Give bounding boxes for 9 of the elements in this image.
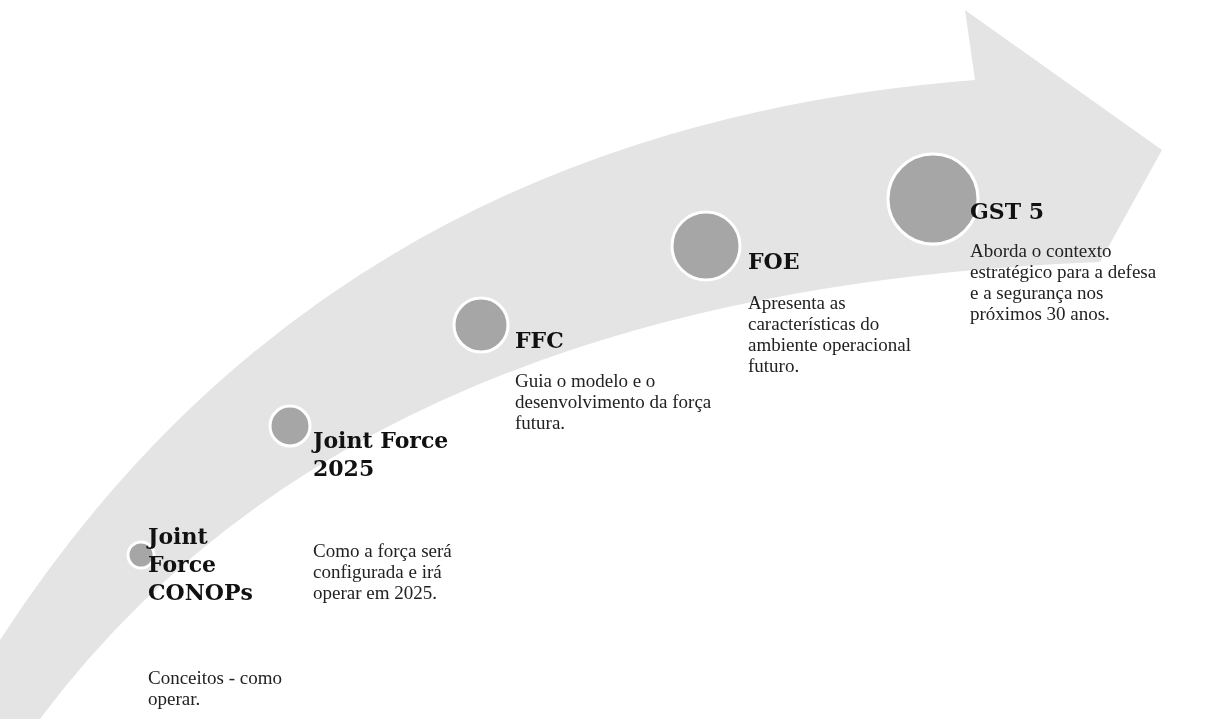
milestone-description: Aborda o contexto estratégico para a defesa e a segurança nos próximos 30 anos.: [970, 240, 1158, 324]
milestone-description: Guia o modelo e o desenvolvimento da força futura.: [515, 370, 713, 433]
milestone-title: GST 5: [970, 197, 1045, 225]
milestone-title: FFC: [515, 326, 565, 354]
milestone-description: Conceitos - como operar.: [148, 667, 284, 709]
milestone-title: Joint Force 2025: [313, 426, 450, 482]
milestone-description: Como a força será configurada e irá operar em 2025.: [313, 540, 453, 603]
milestone-description: Apresenta as características do ambiente operacional futuro.: [748, 292, 912, 376]
milestone-title: FOE: [748, 247, 801, 275]
